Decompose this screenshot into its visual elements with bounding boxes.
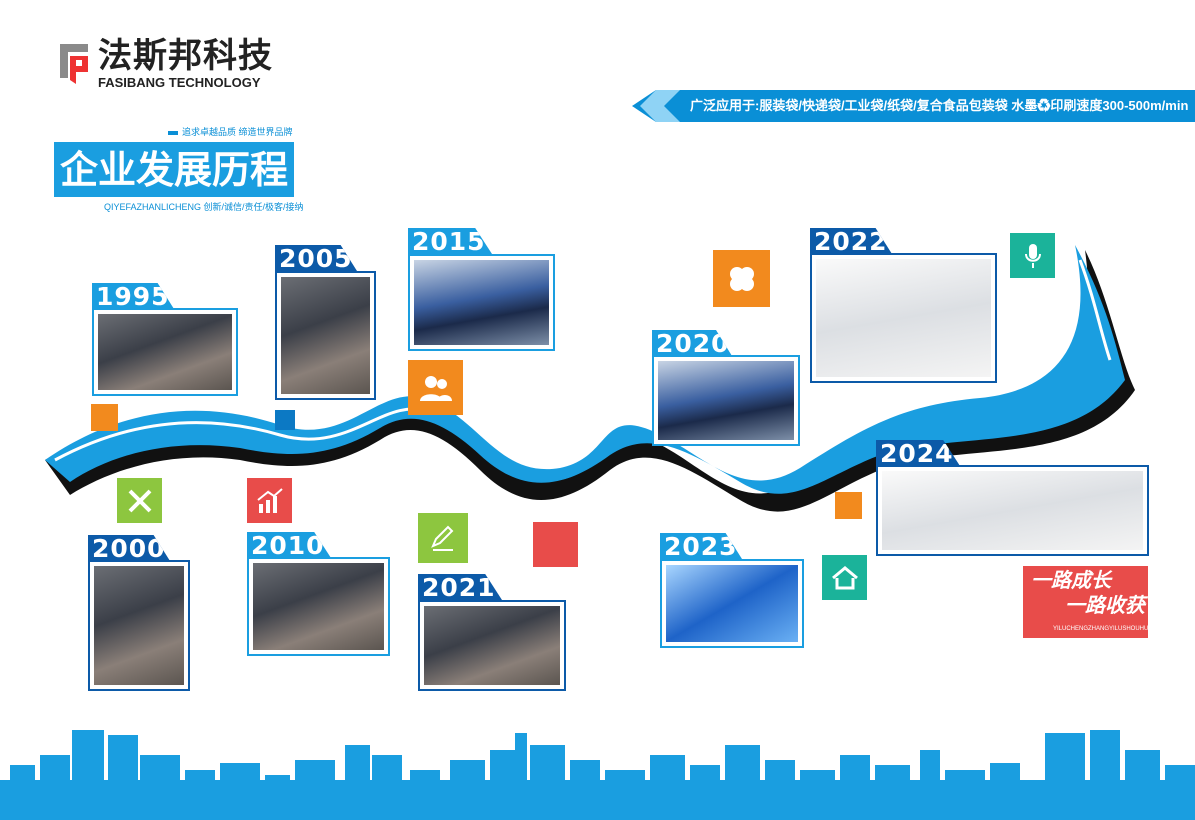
photo-2021 xyxy=(418,600,566,691)
photo-2015 xyxy=(408,254,555,351)
pencil-icon xyxy=(418,513,468,563)
page-subtitle: QIYEFAZHANLICHENG 创新/诚信/责任/极客/接纳 xyxy=(104,202,304,212)
banner-text: 广泛应用于:服装袋/快递袋/工业袋/纸袋/复合食品包装袋 水墨♻印刷速度300-… xyxy=(690,98,1189,113)
year-label-2022: 2022 xyxy=(810,228,892,254)
logo-icon xyxy=(56,40,92,86)
slogan: 追求卓越品质 缔造世界品牌 xyxy=(168,126,293,138)
photo-2020 xyxy=(652,355,800,446)
year-label-2000: 2000 xyxy=(88,535,170,561)
page-title: 企业发展历程 xyxy=(54,142,294,197)
photo-2000 xyxy=(88,560,190,691)
motto-box: 一路成长 一路收获 YILUCHENGZHANGYILUSHOUHUO xyxy=(1023,566,1153,638)
motto-pinyin: YILUCHENGZHANGYILUSHOUHUO xyxy=(1053,626,1154,632)
orange-square xyxy=(91,404,118,431)
users-icon xyxy=(408,360,463,415)
application-banner xyxy=(632,90,1195,122)
city-skyline xyxy=(0,730,1195,820)
year-label-1995: 1995 xyxy=(92,283,174,309)
tools-icon xyxy=(117,478,162,523)
motto-line1: 一路成长 xyxy=(1031,570,1111,592)
photo-1995 xyxy=(92,308,238,396)
home-icon xyxy=(822,555,867,600)
red-square xyxy=(533,522,578,567)
photo-2010 xyxy=(247,557,390,656)
year-label-2010: 2010 xyxy=(247,532,331,558)
year-label-2015: 2015 xyxy=(408,228,492,254)
clover-icon xyxy=(713,250,770,307)
photo-2022 xyxy=(810,253,997,383)
microphone-icon xyxy=(1010,233,1055,278)
photo-2024 xyxy=(876,465,1149,556)
brand-name-cn: 法斯邦科技 xyxy=(98,36,273,76)
brand-name-en: FASIBANG TECHNOLOGY xyxy=(98,75,261,90)
photo-2023 xyxy=(660,559,804,648)
motto-line2: 一路收获 xyxy=(1065,595,1145,617)
blue-square xyxy=(275,410,295,430)
orange-square xyxy=(835,492,862,519)
year-label-2024: 2024 xyxy=(876,440,960,466)
chart-icon xyxy=(247,478,292,523)
photo-2005 xyxy=(275,271,376,400)
year-label-2023: 2023 xyxy=(660,533,742,559)
